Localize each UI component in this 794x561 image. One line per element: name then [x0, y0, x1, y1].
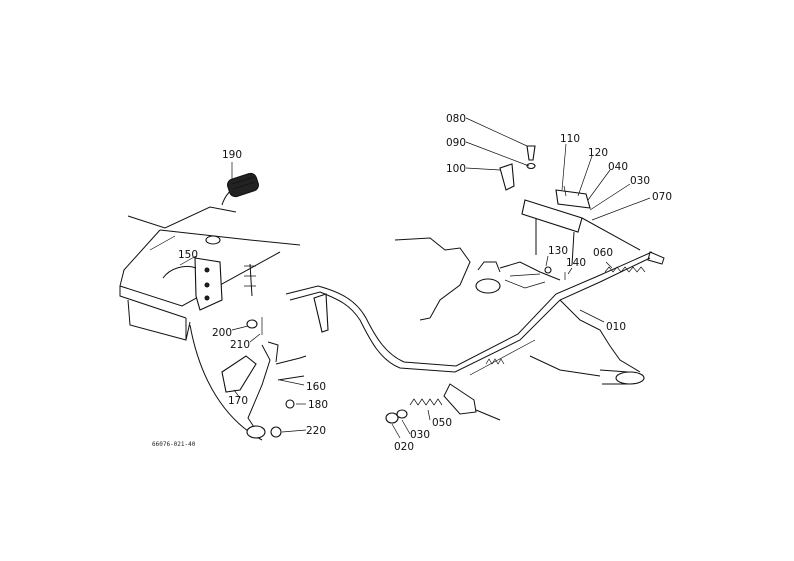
callout-labels: 080 090 100 110 120 040 030 070 130 140 … [178, 113, 672, 453]
callout-100: 100 [446, 163, 466, 175]
spring-050 [409, 383, 501, 421]
callout-010: 010 [606, 321, 626, 333]
callout-060: 060 [593, 247, 613, 259]
pedal-190 [205, 172, 259, 245]
callout-170: 170 [228, 395, 248, 407]
lever-assembly-160-170 [189, 324, 307, 441]
drawing-code: 66076-021-40 [152, 441, 196, 448]
leader-lines [179, 117, 651, 439]
callout-140: 140 [566, 257, 586, 269]
lever-bracket-110 [521, 185, 641, 266]
nuts-020-030 [385, 409, 408, 424]
callout-050: 050 [432, 417, 452, 429]
callout-110: 110 [560, 133, 580, 145]
callout-130: 130 [548, 245, 568, 257]
callout-200: 200 [212, 327, 232, 339]
callout-030-lower: 030 [410, 429, 430, 441]
callout-090: 090 [446, 137, 466, 149]
bolt-080-090 [526, 145, 536, 170]
pin-130-140 [544, 266, 566, 280]
callout-020: 020 [394, 441, 414, 453]
callout-220: 220 [306, 425, 326, 437]
cable-rod [469, 339, 536, 376]
spring-060 [604, 251, 665, 273]
callout-150: 150 [178, 249, 198, 261]
callout-180: 180 [308, 399, 328, 411]
callout-070: 070 [652, 191, 672, 203]
bracket-150 [162, 257, 256, 311]
callout-040: 040 [608, 161, 628, 173]
callout-120: 120 [588, 147, 608, 159]
callout-190: 190 [222, 149, 242, 161]
callout-210: 210 [230, 339, 250, 351]
callout-080: 080 [446, 113, 466, 125]
transmission-housing [529, 299, 645, 385]
callout-030: 030 [630, 175, 650, 187]
callout-160: 160 [306, 381, 326, 393]
clip-100 [499, 163, 515, 191]
rod-010 [285, 251, 653, 373]
washer-200 [246, 317, 263, 335]
engine-block [394, 237, 561, 321]
